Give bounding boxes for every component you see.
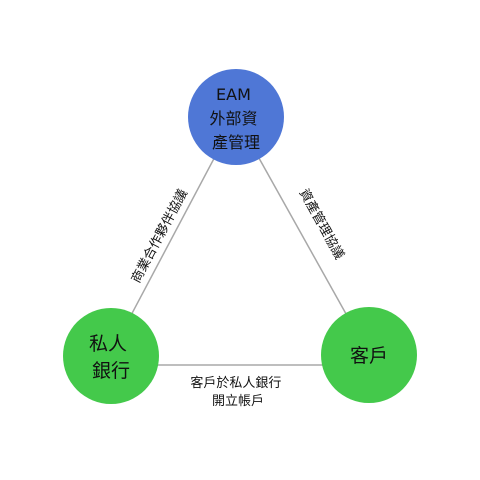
node-client-label: 客戶: [350, 345, 388, 367]
edge-label-eam-client: 資產管理協議: [296, 186, 348, 262]
node-client-circle: [321, 307, 417, 403]
node-eam-label: EAM 外部資 產管理: [209, 85, 262, 152]
edge-label-eam-private-bank: 商業合作夥伴協議: [128, 186, 191, 285]
node-eam-line-2: 外部資: [209, 109, 257, 128]
edge-label-private-bank-client-line-2: 開立帳戶: [212, 394, 264, 409]
node-eam-line-3: 產管理: [212, 133, 260, 152]
node-eam-line-1: EAM: [216, 85, 251, 104]
node-private-bank: 私人 銀行: [63, 308, 159, 404]
node-private-bank-label: 私人 銀行: [89, 333, 133, 382]
node-eam-circle: [188, 69, 284, 165]
edge-label-private-bank-client: 客戶於私人銀行 開立帳戶: [190, 375, 285, 409]
node-private-bank-line-1: 私人: [89, 333, 127, 355]
node-private-bank-line-2: 銀行: [92, 360, 130, 382]
node-eam: EAM 外部資 產管理: [188, 69, 284, 165]
edge-label-private-bank-client-line-1: 客戶於私人銀行: [190, 375, 281, 391]
node-client-line-1: 客戶: [350, 345, 388, 367]
node-private-bank-circle: [63, 308, 159, 404]
node-client: 客戶: [321, 307, 417, 403]
